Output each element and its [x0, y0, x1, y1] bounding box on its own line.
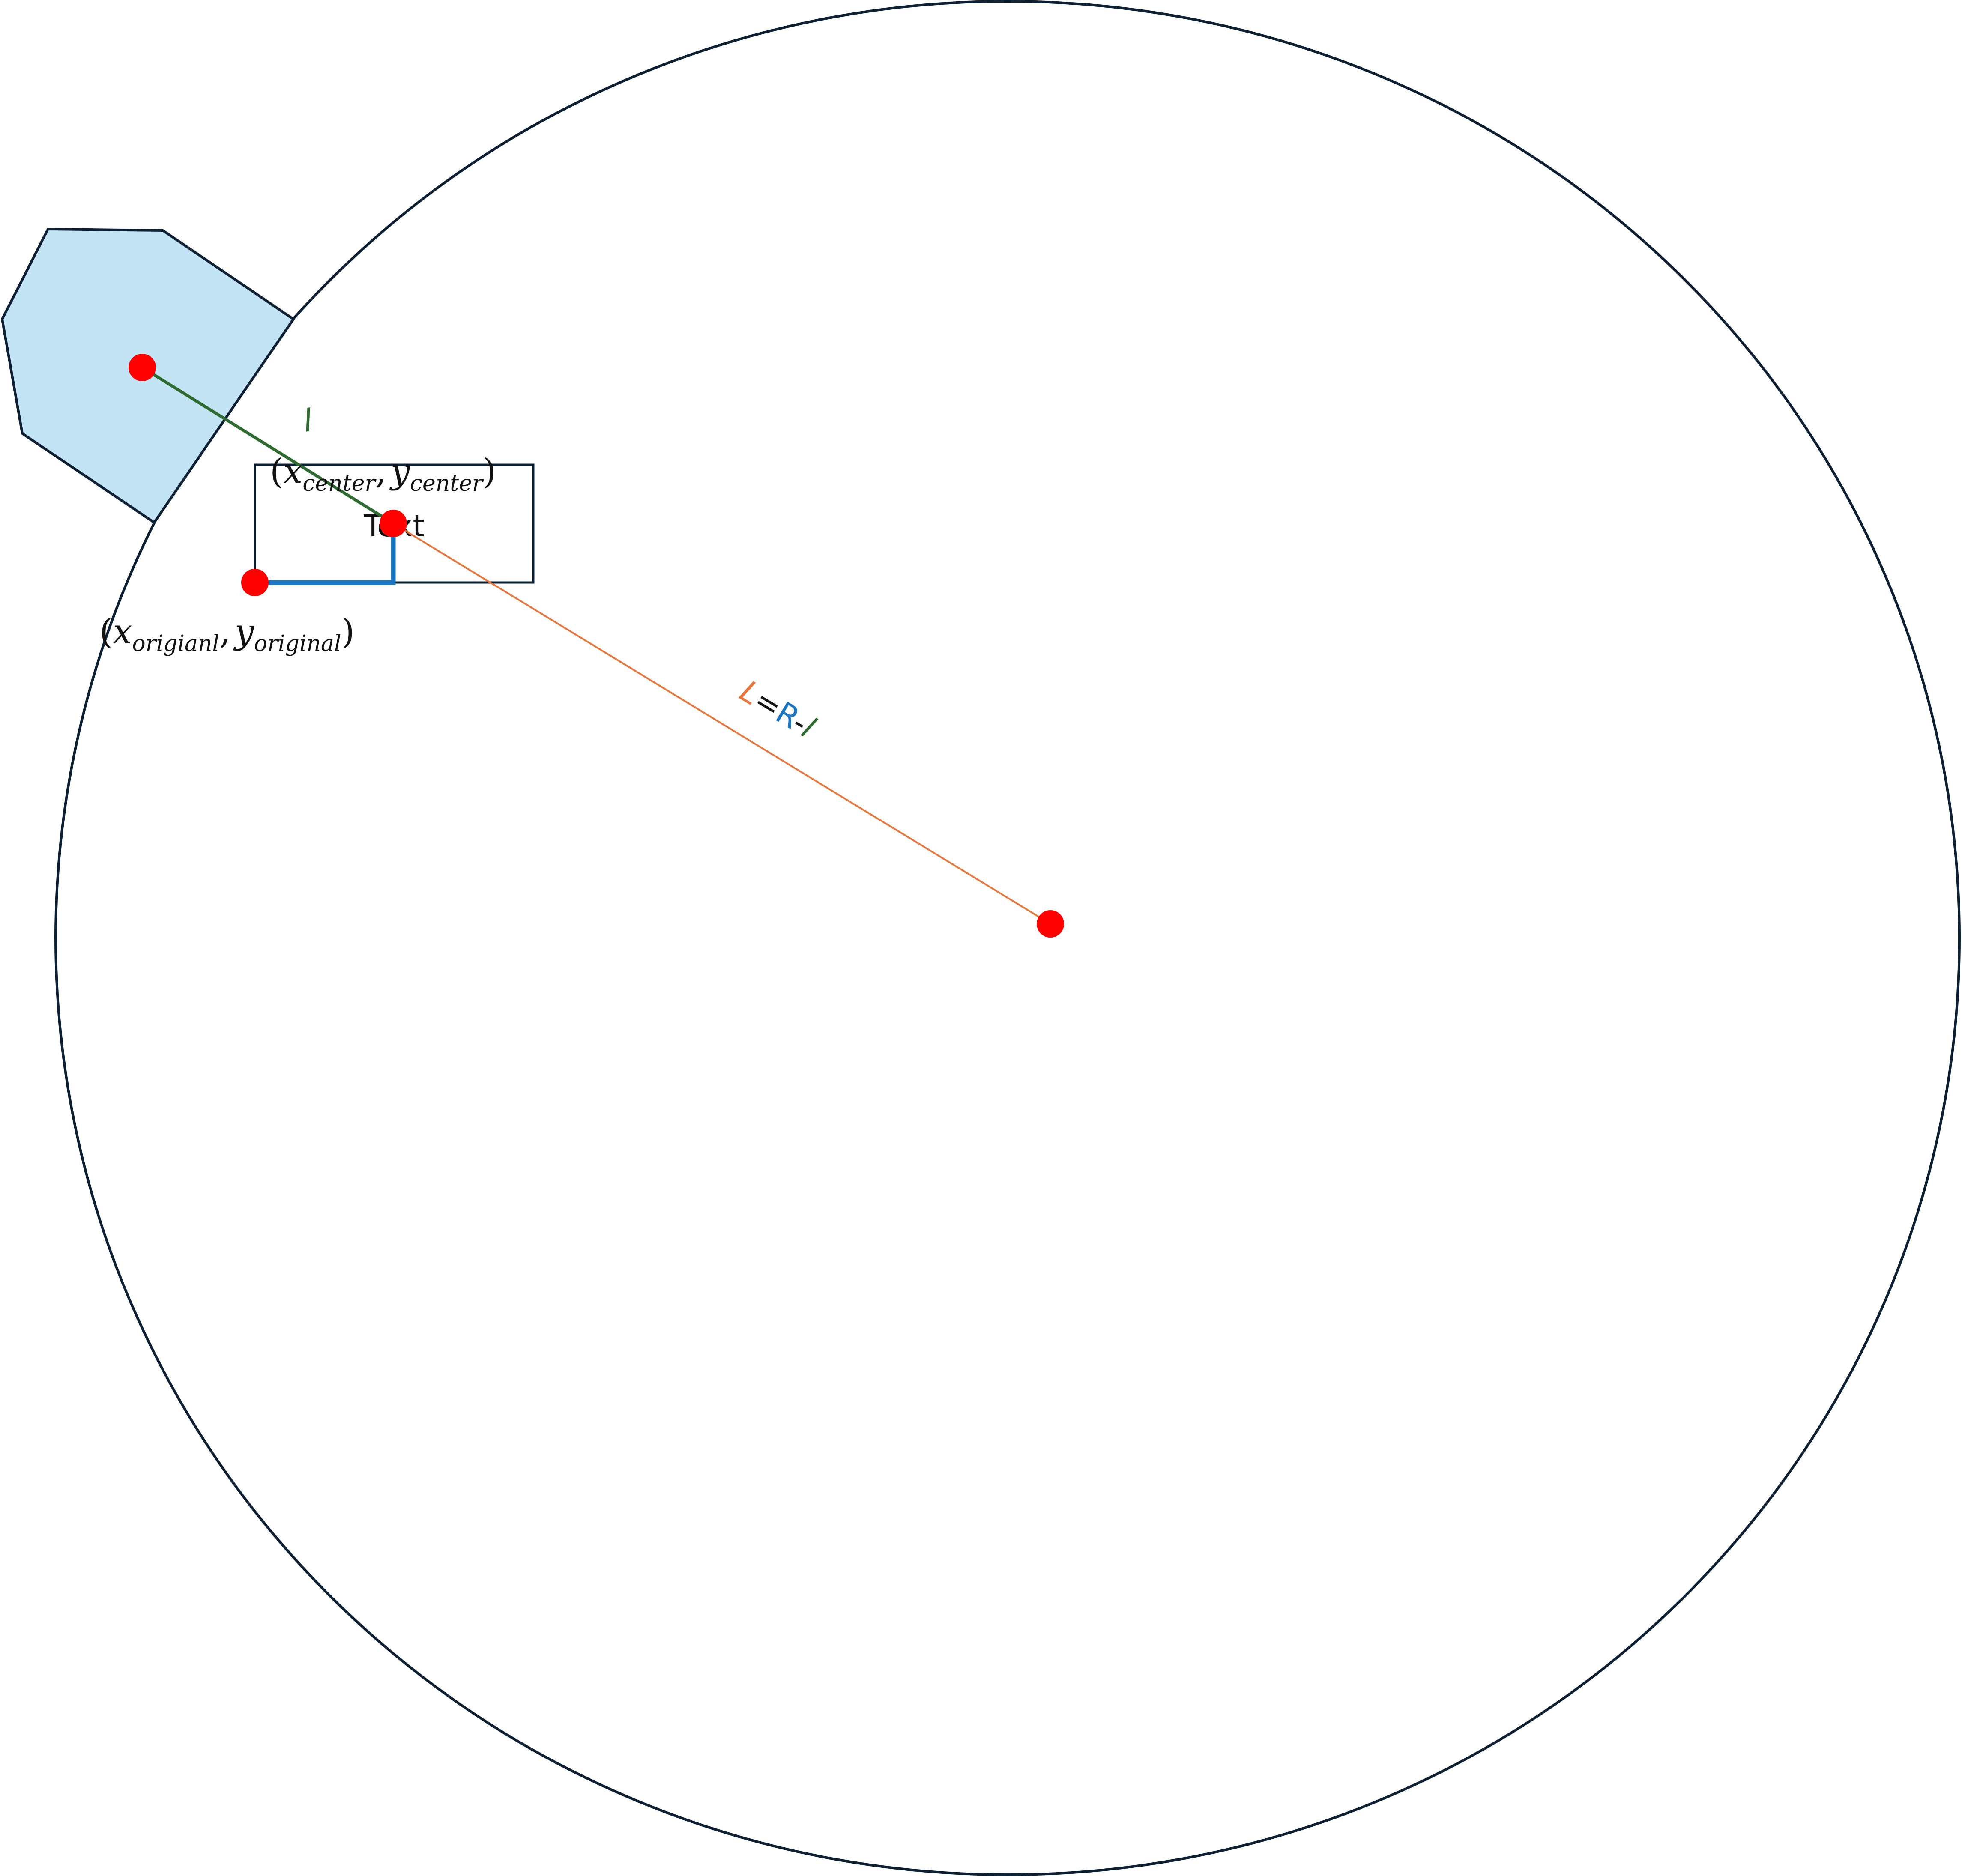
l-segment	[141, 366, 394, 525]
original-coordinate-label: (xorigianl,yoriginal)	[99, 612, 355, 657]
equation-label: L=R-l	[734, 673, 821, 745]
svg-text:L=R-l: L=R-l	[734, 673, 821, 745]
box-original-point	[241, 569, 269, 596]
L-segment	[392, 523, 1051, 925]
polygon-center-point	[129, 354, 156, 381]
center-coordinate-label: (xcenter,ycenter)	[270, 451, 496, 496]
l-label: l	[301, 402, 315, 439]
box-center-point	[380, 510, 407, 537]
outer-circle	[54, 0, 1961, 1876]
circle-center-point	[1037, 910, 1064, 938]
offset-path	[255, 523, 396, 585]
